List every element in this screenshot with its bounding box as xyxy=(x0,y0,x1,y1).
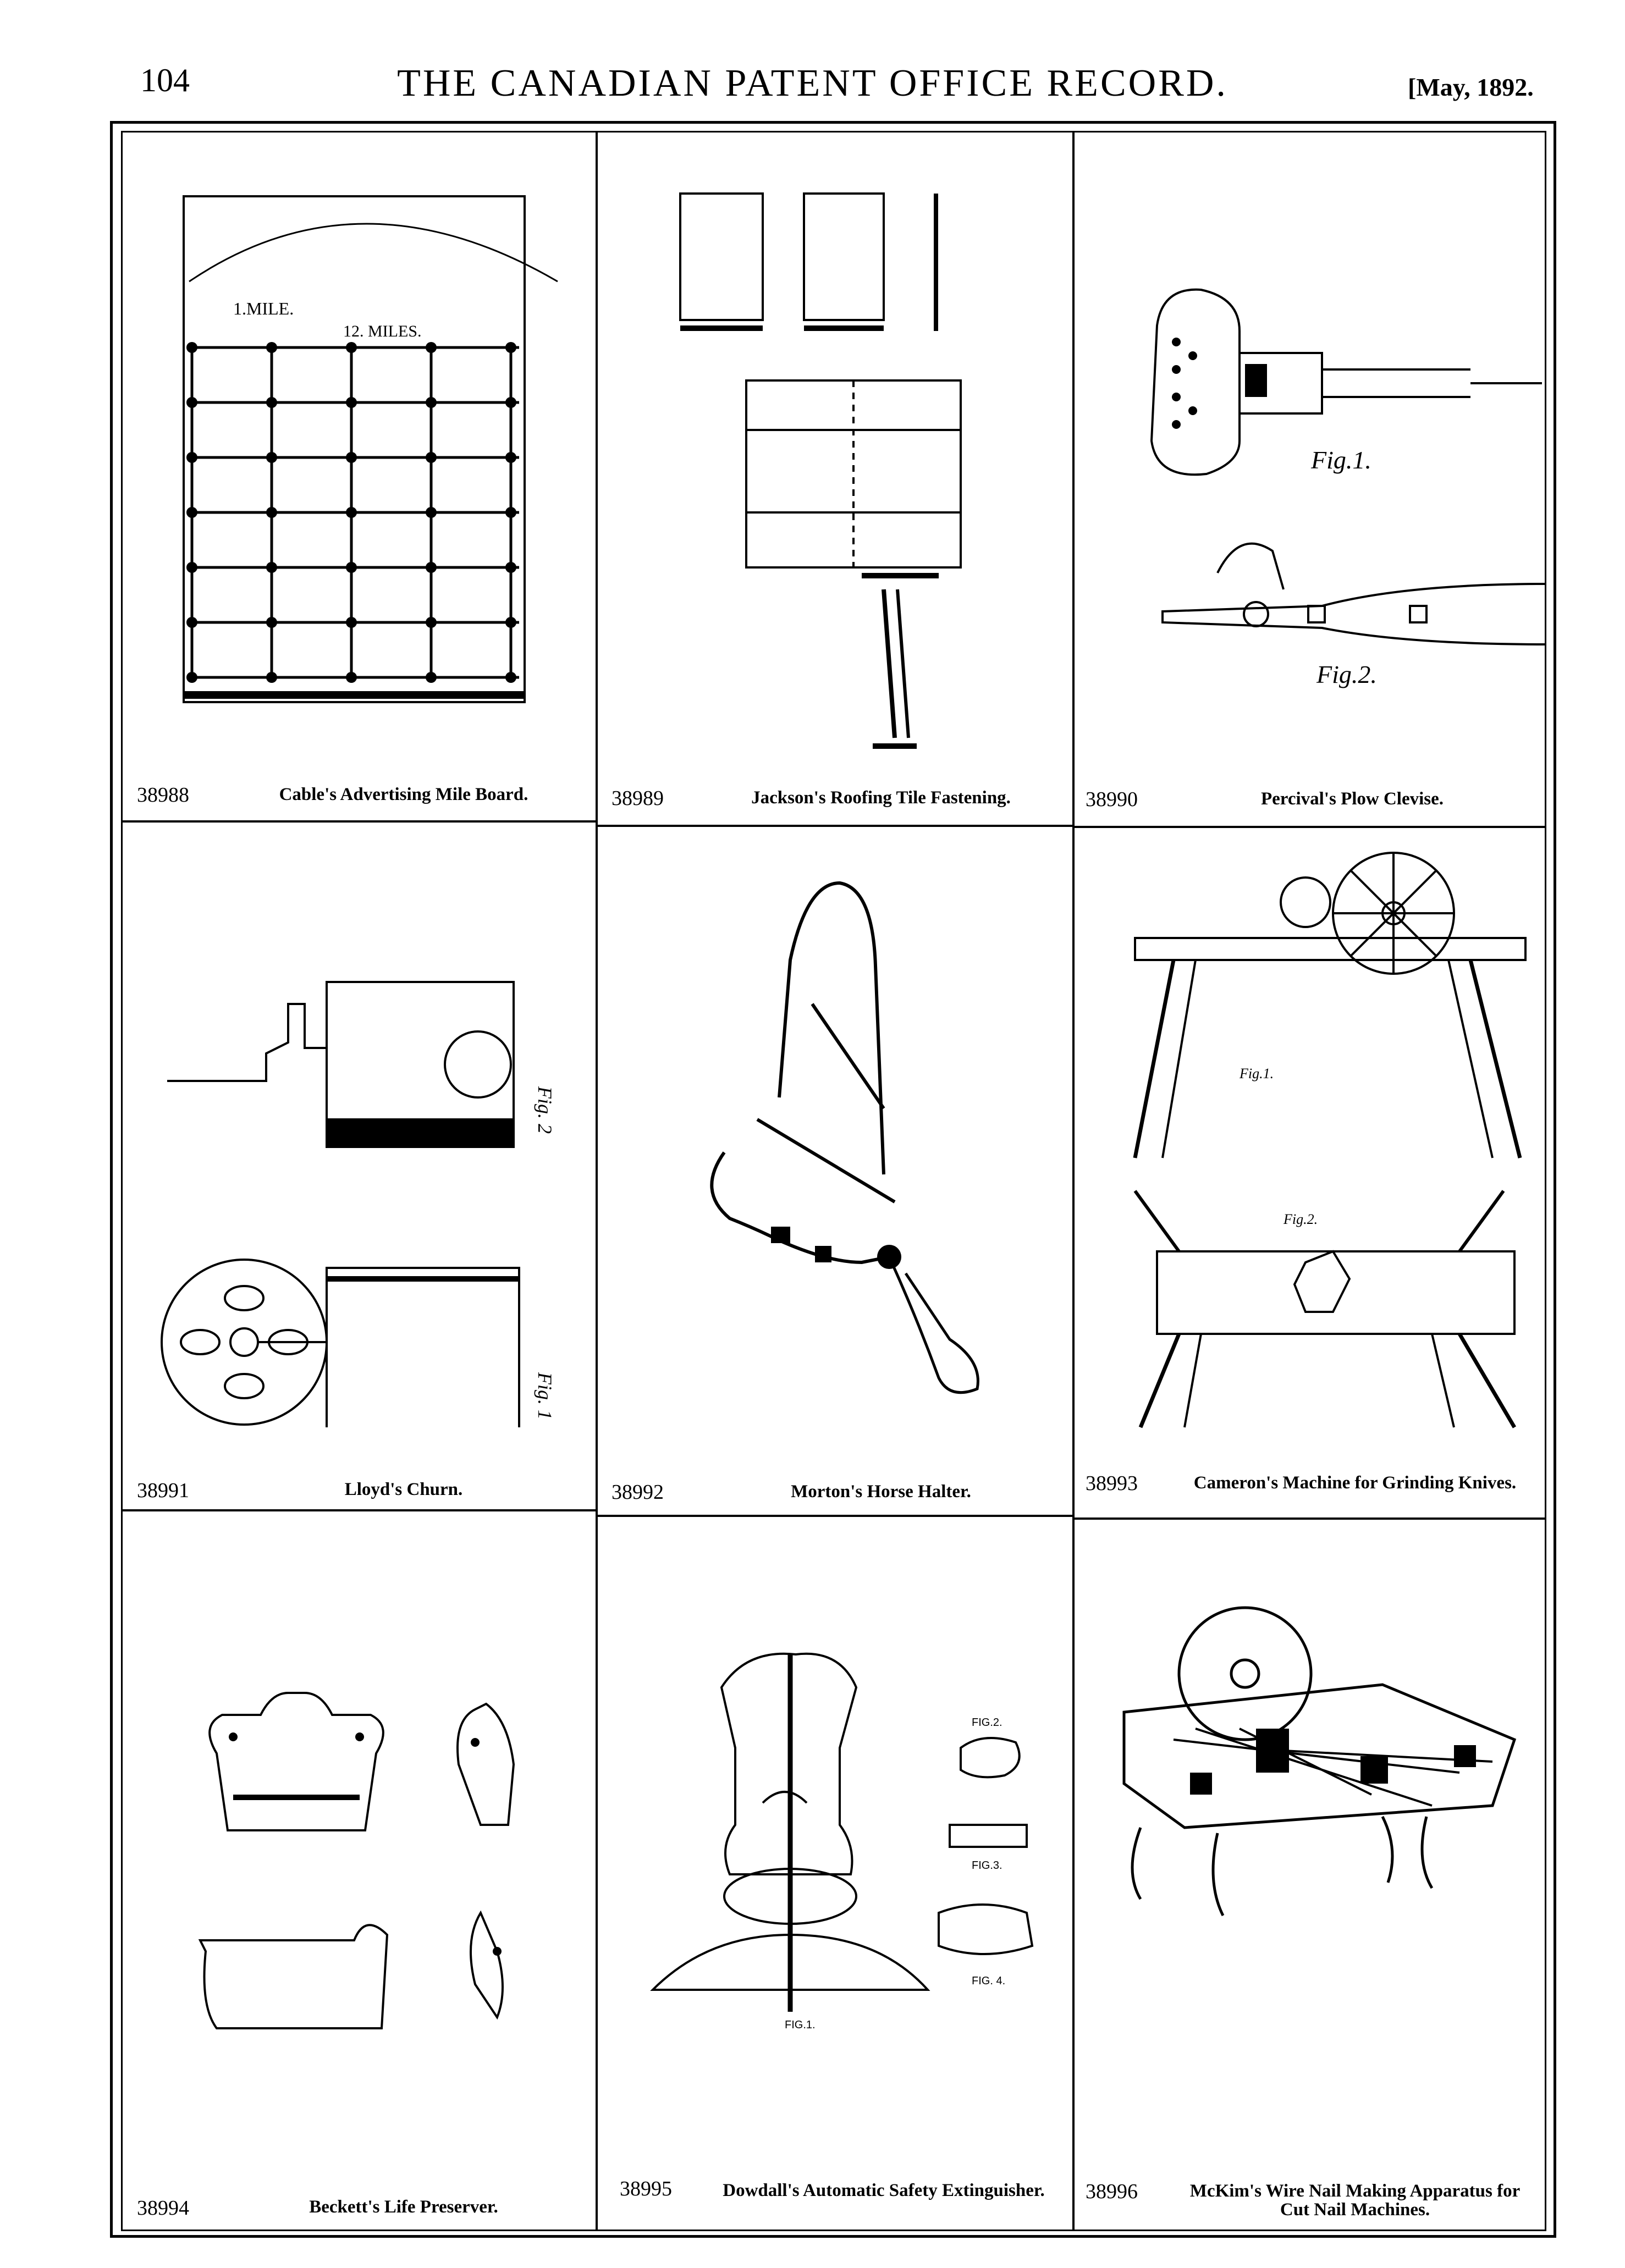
svg-text:12. MILES.: 12. MILES. xyxy=(343,322,422,340)
row-divider xyxy=(121,1509,596,1511)
mile-board-drawing: 1.MILE. 12. MILES. xyxy=(183,195,558,703)
patent-cell-38996: 38996 McKim's Wire Nail Making Apparatus… xyxy=(1075,1520,1546,2229)
svg-text:Fig.2.: Fig.2. xyxy=(1283,1211,1318,1227)
svg-text:1.MILE.: 1.MILE. xyxy=(233,299,294,318)
svg-text:FIG. 4.: FIG. 4. xyxy=(972,1975,1005,1987)
column-divider xyxy=(596,131,598,2231)
row-divider xyxy=(121,820,596,823)
row-divider xyxy=(1072,1517,1546,1520)
page-number: 104 xyxy=(140,62,190,98)
journal-title: THE CANADIAN PATENT OFFICE RECORD. xyxy=(397,62,1228,104)
patent-number: 38989 xyxy=(612,787,664,810)
patent-title: Morton's Horse Halter. xyxy=(791,1482,971,1502)
patent-cell-38992: 38992 Morton's Horse Halter. xyxy=(598,823,1072,1515)
roofing-tile-drawing xyxy=(679,192,962,749)
patent-title: Beckett's Life Preserver. xyxy=(309,2197,498,2217)
patent-number: 38993 xyxy=(1086,1472,1138,1495)
patent-title: Jackson's Roofing Tile Fastening. xyxy=(751,788,1011,808)
svg-text:FIG.1.: FIG.1. xyxy=(785,2019,816,2031)
churn-drawing: Fig. 2 Fig. 1 xyxy=(161,981,556,1427)
patent-number: 38994 xyxy=(137,2197,189,2220)
page-frame-outer xyxy=(110,121,1556,2238)
horse-halter-drawing xyxy=(710,881,979,1394)
patent-title: Cable's Advertising Mile Board. xyxy=(279,785,528,804)
svg-text:Fig.1.: Fig.1. xyxy=(1239,1066,1274,1081)
patent-title: McKim's Wire Nail Making Apparatus for C… xyxy=(1189,2181,1521,2220)
patent-number: 38996 xyxy=(1086,2180,1138,2203)
patent-cell-38995: FIG.1. FIG.2. FIG.3. FIG. 4. 38995 Dowda… xyxy=(598,1517,1072,2229)
patent-number: 38995 xyxy=(620,2177,672,2200)
svg-text:FIG.2.: FIG.2. xyxy=(972,1717,1002,1729)
patent-cell-38993: Fig.1. Fig.2. 38993 Cameron's Machine fo… xyxy=(1075,828,1546,1517)
plow-clevise-drawing: Fig.1. Fig.2. xyxy=(1150,288,1546,688)
patent-cell-38994: 38994 Beckett's Life Preserver. xyxy=(123,1511,596,2229)
patent-cell-38990: Fig.1. Fig.2. 38990 Percival's Plow Clev… xyxy=(1075,133,1546,826)
patent-number: 38992 xyxy=(612,1481,664,1504)
safety-extinguisher-drawing: FIG.1. FIG.2. FIG.3. FIG. 4. xyxy=(650,1652,1034,2031)
row-divider xyxy=(596,1515,1072,1517)
wire-nail-machine-drawing xyxy=(1122,1606,1517,1917)
svg-text:FIG.3.: FIG.3. xyxy=(972,1859,1002,1872)
svg-text:Fig.2.: Fig.2. xyxy=(1316,660,1377,688)
column-divider xyxy=(1072,131,1075,2231)
svg-text:Fig. 1: Fig. 1 xyxy=(534,1372,556,1420)
page-frame-inner xyxy=(121,131,1546,2231)
patent-title: Dowdall's Automatic Safety Extinguisher. xyxy=(723,2181,1045,2200)
patent-title: Cameron's Machine for Grinding Knives. xyxy=(1193,1473,1517,1493)
grinding-machine-drawing: Fig.1. Fig.2. xyxy=(1133,852,1527,1428)
patent-number: 38988 xyxy=(137,783,189,807)
row-divider xyxy=(1072,826,1546,828)
svg-text:Fig. 2: Fig. 2 xyxy=(534,1086,556,1134)
patent-title: Lloyd's Churn. xyxy=(344,1480,463,1499)
svg-text:Fig.1.: Fig.1. xyxy=(1310,446,1371,474)
patent-number: 38991 xyxy=(137,1479,189,1502)
patent-cell-38991: Fig. 2 Fig. 1 38991 Lloyd's Churn. xyxy=(123,823,596,1509)
patent-number: 38990 xyxy=(1086,788,1138,811)
life-preserver-drawing xyxy=(198,1692,515,2029)
page-date: [May, 1892. xyxy=(1408,73,1534,101)
patent-cell-38988: 1.MILE. 12. MILES. 38988 Cable's Adverti… xyxy=(123,133,596,820)
patent-title: Percival's Plow Clevise. xyxy=(1260,789,1444,809)
patent-cell-38989: 38989 Jackson's Roofing Tile Fastening. xyxy=(598,133,1072,825)
row-divider xyxy=(596,825,1072,827)
